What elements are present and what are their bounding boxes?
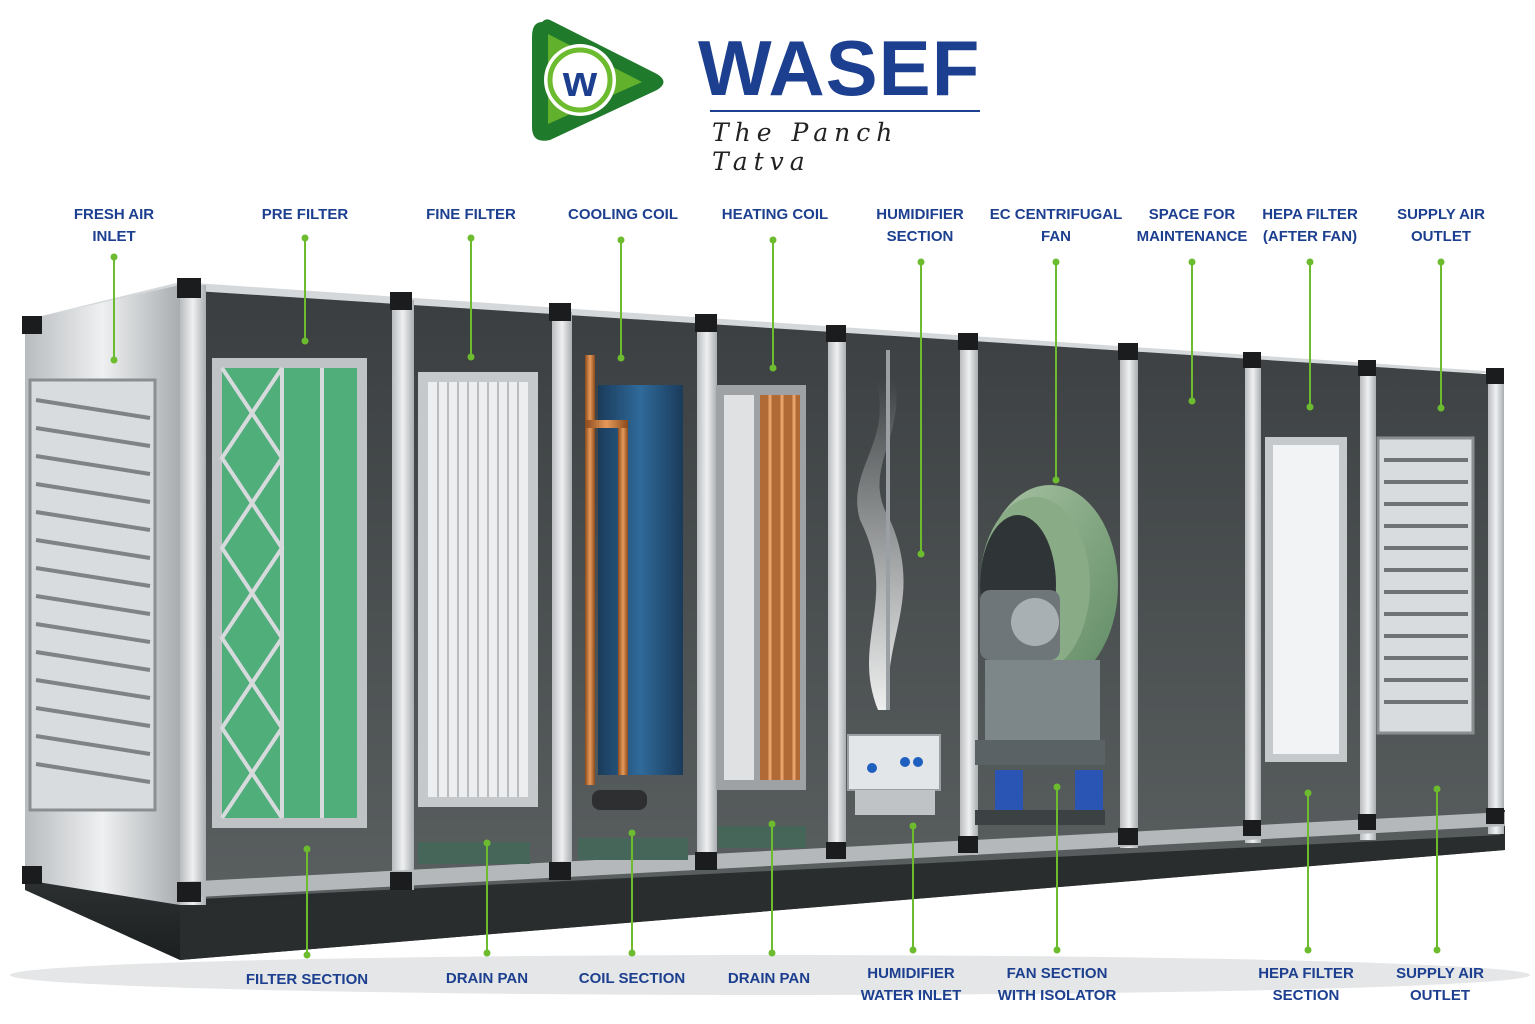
brand-tagline: The Panch Tatva: [712, 118, 899, 176]
leader-supply-air-outlet-bottom: [1433, 785, 1441, 954]
label-ec-centrifugal-fan: EC CENTRIFUGAL FAN: [989, 206, 1123, 245]
label-coil-section: COIL SECTION: [578, 970, 686, 987]
leader-space-for-maintenance: [1188, 258, 1196, 405]
leader-cooling-coil: [617, 236, 625, 362]
label-fan-section-with-isolator: FAN SECTION WITH ISOLATOR: [997, 965, 1117, 1004]
leader-supply-air-outlet-top: [1437, 258, 1445, 412]
supply-air-louvre: [1376, 436, 1475, 735]
leader-fan-section-with-isolator: [1053, 783, 1061, 954]
label-fine-filter: FINE FILTER: [426, 206, 516, 223]
label-hepa-filter-section: HEPA FILTER SECTION: [1258, 965, 1354, 1004]
drain-pan-tray-3: [718, 826, 806, 848]
label-supply-air-outlet-top: SUPPLY AIR OUTLET: [1397, 206, 1485, 245]
label-pre-filter: PRE FILTER: [261, 206, 349, 223]
heating-coil-panel: [716, 385, 806, 790]
leader-ec-centrifugal-fan: [1052, 258, 1060, 484]
leader-heating-coil: [769, 236, 777, 372]
leader-drain-pan-1: [483, 839, 491, 957]
fine-filter-panel: [418, 372, 538, 807]
label-drain-pan-2: DRAIN PAN: [727, 970, 811, 987]
label-hepa-filter-after-fan: HEPA FILTER (AFTER FAN): [1262, 206, 1358, 245]
brand-name: WASEF: [698, 24, 981, 112]
label-supply-air-outlet-bottom: SUPPLY AIR OUTLET: [1396, 965, 1484, 1004]
cooling-coil-panel: [585, 355, 683, 810]
wasef-logo-mark: w: [532, 19, 664, 141]
leader-filter-section: [303, 845, 311, 959]
hepa-filter-panel: [1265, 437, 1347, 762]
leader-humidifier-water-inlet: [909, 822, 917, 954]
label-filter-section: FILTER SECTION: [245, 971, 369, 988]
label-humidifier-section: HUMIDIFIER SECTION: [876, 206, 964, 245]
svg-text:w: w: [562, 57, 598, 106]
brand-rule: [710, 110, 980, 112]
fresh-air-louvre: [28, 378, 157, 812]
label-cooling-coil: COOLING COIL: [568, 206, 678, 223]
leader-humidifier-section: [917, 258, 925, 558]
ec-centrifugal-fan-unit: [975, 485, 1118, 825]
leader-coil-section: [628, 829, 636, 957]
label-heating-coil: HEATING COIL: [721, 206, 829, 223]
leader-pre-filter: [301, 234, 309, 345]
leader-fresh-air-inlet: [110, 253, 118, 364]
pre-filter-panel: [212, 358, 367, 828]
drain-pan-tray-1: [418, 842, 530, 864]
label-space-for-maintenance: SPACE FOR MAINTENANCE: [1136, 206, 1248, 245]
label-drain-pan-1: DRAIN PAN: [445, 970, 529, 987]
humidifier-unit: [847, 350, 941, 815]
label-fresh-air-inlet: FRESH AIR INLET: [73, 206, 155, 245]
leader-hepa-filter-section: [1304, 789, 1312, 954]
label-humidifier-water-inlet: HUMIDIFIER WATER INLET: [860, 965, 962, 1004]
leader-fine-filter: [467, 234, 475, 361]
leader-drain-pan-2: [768, 820, 776, 957]
leader-hepa-filter-after-fan: [1306, 258, 1314, 411]
